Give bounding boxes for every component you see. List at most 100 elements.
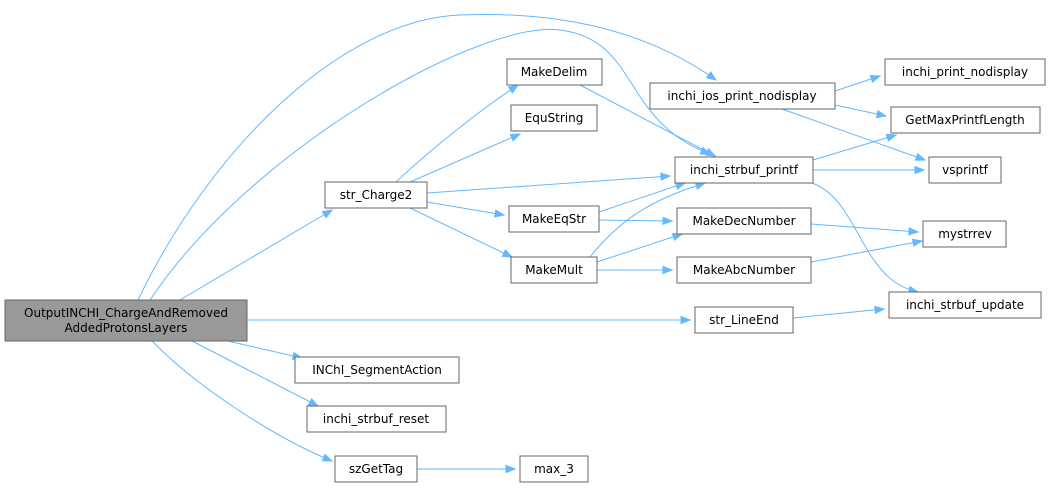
edge-line — [227, 340, 303, 359]
edge-arrowhead — [674, 182, 687, 191]
edge-arrowhead — [507, 84, 520, 94]
node-makedecnumber[interactable]: MakeDecNumber — [676, 207, 812, 235]
edge-line — [598, 182, 686, 213]
edge-line — [179, 209, 333, 301]
node-inchi-strbuf-update[interactable]: inchi_strbuf_update — [888, 291, 1042, 319]
edge-inchi_ios_print_nodisplay-to-getmaxprintflength — [834, 104, 888, 119]
edge-inchi_ios_print_nodisplay-to-inchi_print_nodisplay — [834, 74, 882, 92]
edge-makemult-to-makeabcnumber — [597, 265, 674, 275]
node-label: GetMaxPrintfLength — [905, 113, 1024, 127]
edge-line — [810, 223, 919, 233]
edge-arrowhead — [705, 71, 718, 81]
edge-line — [596, 233, 683, 263]
node-inchi-strbuf-reset[interactable]: inchi_strbuf_reset — [306, 405, 447, 433]
edge-arrowhead — [501, 249, 514, 258]
edge-str_charge2-to-inchi_strbuf_printf — [426, 172, 672, 194]
node-inchi-strbuf-printf[interactable]: inchi_strbuf_printf — [674, 156, 814, 184]
edge-line — [426, 175, 671, 194]
edge-arrowhead — [908, 227, 920, 236]
edge-arrowhead — [914, 152, 927, 161]
edge-line — [409, 207, 513, 258]
node-label: MakeAbcNumber — [693, 263, 795, 277]
edge-makeeqstr-to-inchi_strbuf_printf — [598, 182, 687, 213]
edge-arrowhead — [662, 216, 674, 226]
node-inchi-segmentaction[interactable]: INChI_SegmentAction — [294, 356, 460, 384]
edge-line — [579, 84, 716, 157]
edge-makeeqstr-to-makedecnumber — [598, 216, 674, 226]
edge-line — [598, 219, 673, 222]
edge-inchi_strbuf_printf-to-getmaxprintflength — [812, 133, 898, 161]
root-label-line2: AddedProtonsLayers — [65, 321, 188, 335]
edge-root-to-inchi_strbuf_printf — [149, 28, 712, 301]
edge-arrowhead — [505, 464, 517, 474]
edge-arrowhead — [660, 172, 672, 181]
edge-arrowhead — [662, 265, 674, 275]
edge-arrowhead — [680, 315, 692, 325]
node-label: MakeDelim — [521, 65, 588, 79]
edge-line — [191, 340, 319, 407]
node-label: vsprintf — [942, 163, 989, 177]
node-inchi-print-nodisplay[interactable]: inchi_print_nodisplay — [884, 58, 1046, 86]
edge-root-to-inchi_strbuf_reset — [191, 340, 320, 407]
node-label: inchi_strbuf_update — [906, 298, 1024, 312]
edge-arrowhead — [875, 109, 888, 119]
edge-arrowhead — [874, 305, 886, 315]
edge-line — [589, 182, 706, 258]
node-getmaxprintflength[interactable]: GetMaxPrintfLength — [890, 106, 1041, 134]
node-equstring[interactable]: EquString — [510, 104, 598, 132]
node-root-outputinchi[interactable]: OutputINCHI_ChargeAndRemoved AddedProton… — [4, 299, 248, 342]
node-label: EquString — [525, 111, 584, 125]
node-szgettag[interactable]: szGetTag — [334, 455, 418, 483]
edge-str_charge2-to-equstring — [409, 133, 522, 183]
node-str-charge2[interactable]: str_Charge2 — [324, 181, 428, 209]
node-inchi-ios-print-nodisplay[interactable]: inchi_ios_print_nodisplay — [649, 82, 836, 110]
edge-line — [811, 182, 919, 293]
edge-makemult-to-makedecnumber — [596, 232, 684, 263]
edge-line — [137, 13, 717, 301]
edge-root-to-inchi_segmentaction — [227, 340, 304, 360]
node-str-lineend[interactable]: str_LineEnd — [694, 306, 794, 334]
node-makeabcnumber[interactable]: MakeAbcNumber — [676, 256, 812, 284]
edge-line — [810, 240, 923, 263]
edge-root-to-str_lineend — [247, 315, 692, 325]
node-label: mystrrev — [938, 227, 992, 241]
nodes-layer: OutputINCHI_ChargeAndRemoved AddedProton… — [4, 58, 1046, 483]
node-label: max_3 — [534, 462, 574, 476]
node-label: szGetTag — [349, 462, 403, 476]
edge-arrowhead — [911, 238, 924, 247]
edge-arrowhead — [914, 165, 926, 175]
node-label: inchi_strbuf_reset — [323, 412, 430, 426]
node-label: MakeMult — [525, 263, 583, 277]
edge-arrowhead — [493, 209, 506, 218]
node-label: inchi_strbuf_printf — [690, 163, 799, 177]
edge-arrowhead — [509, 133, 522, 142]
edge-line — [792, 308, 885, 319]
node-vsprintf[interactable]: vsprintf — [928, 156, 1002, 184]
node-label: MakeDecNumber — [692, 214, 795, 228]
edge-arrowhead — [321, 209, 334, 219]
edge-szgettag-to-max_3 — [417, 464, 517, 474]
node-label: str_Charge2 — [340, 188, 413, 202]
node-makeeqstr[interactable]: MakeEqStr — [508, 205, 600, 233]
node-max-3[interactable]: max_3 — [519, 455, 589, 483]
node-label: INChI_SegmentAction — [312, 363, 442, 377]
edge-line — [149, 28, 711, 301]
edge-str_charge2-to-makedelim — [395, 84, 520, 183]
edge-line — [426, 201, 505, 216]
node-label: inchi_ios_print_nodisplay — [667, 89, 816, 103]
edge-makeabcnumber-to-mystrrev — [810, 238, 924, 263]
node-mystrrev[interactable]: mystrrev — [922, 220, 1007, 248]
node-makemult[interactable]: MakeMult — [510, 256, 598, 284]
edge-inchi_strbuf_printf-to-vsprintf — [813, 165, 926, 175]
edge-inchi_ios_print_nodisplay-to-vsprintf — [781, 108, 927, 161]
edge-root-to-szgettag — [151, 340, 334, 462]
edge-line — [409, 133, 521, 183]
edge-str_lineend-to-inchi_strbuf_update — [792, 305, 886, 319]
edge-makedecnumber-to-mystrrev — [810, 223, 920, 236]
edge-root-to-inchi_ios_print_nodisplay — [137, 13, 718, 301]
root-label-line1: OutputINCHI_ChargeAndRemoved — [24, 306, 228, 320]
edge-makedelim-to-inchi_strbuf_printf — [579, 84, 717, 157]
node-makedelim[interactable]: MakeDelim — [506, 58, 603, 86]
edge-line — [781, 108, 926, 161]
